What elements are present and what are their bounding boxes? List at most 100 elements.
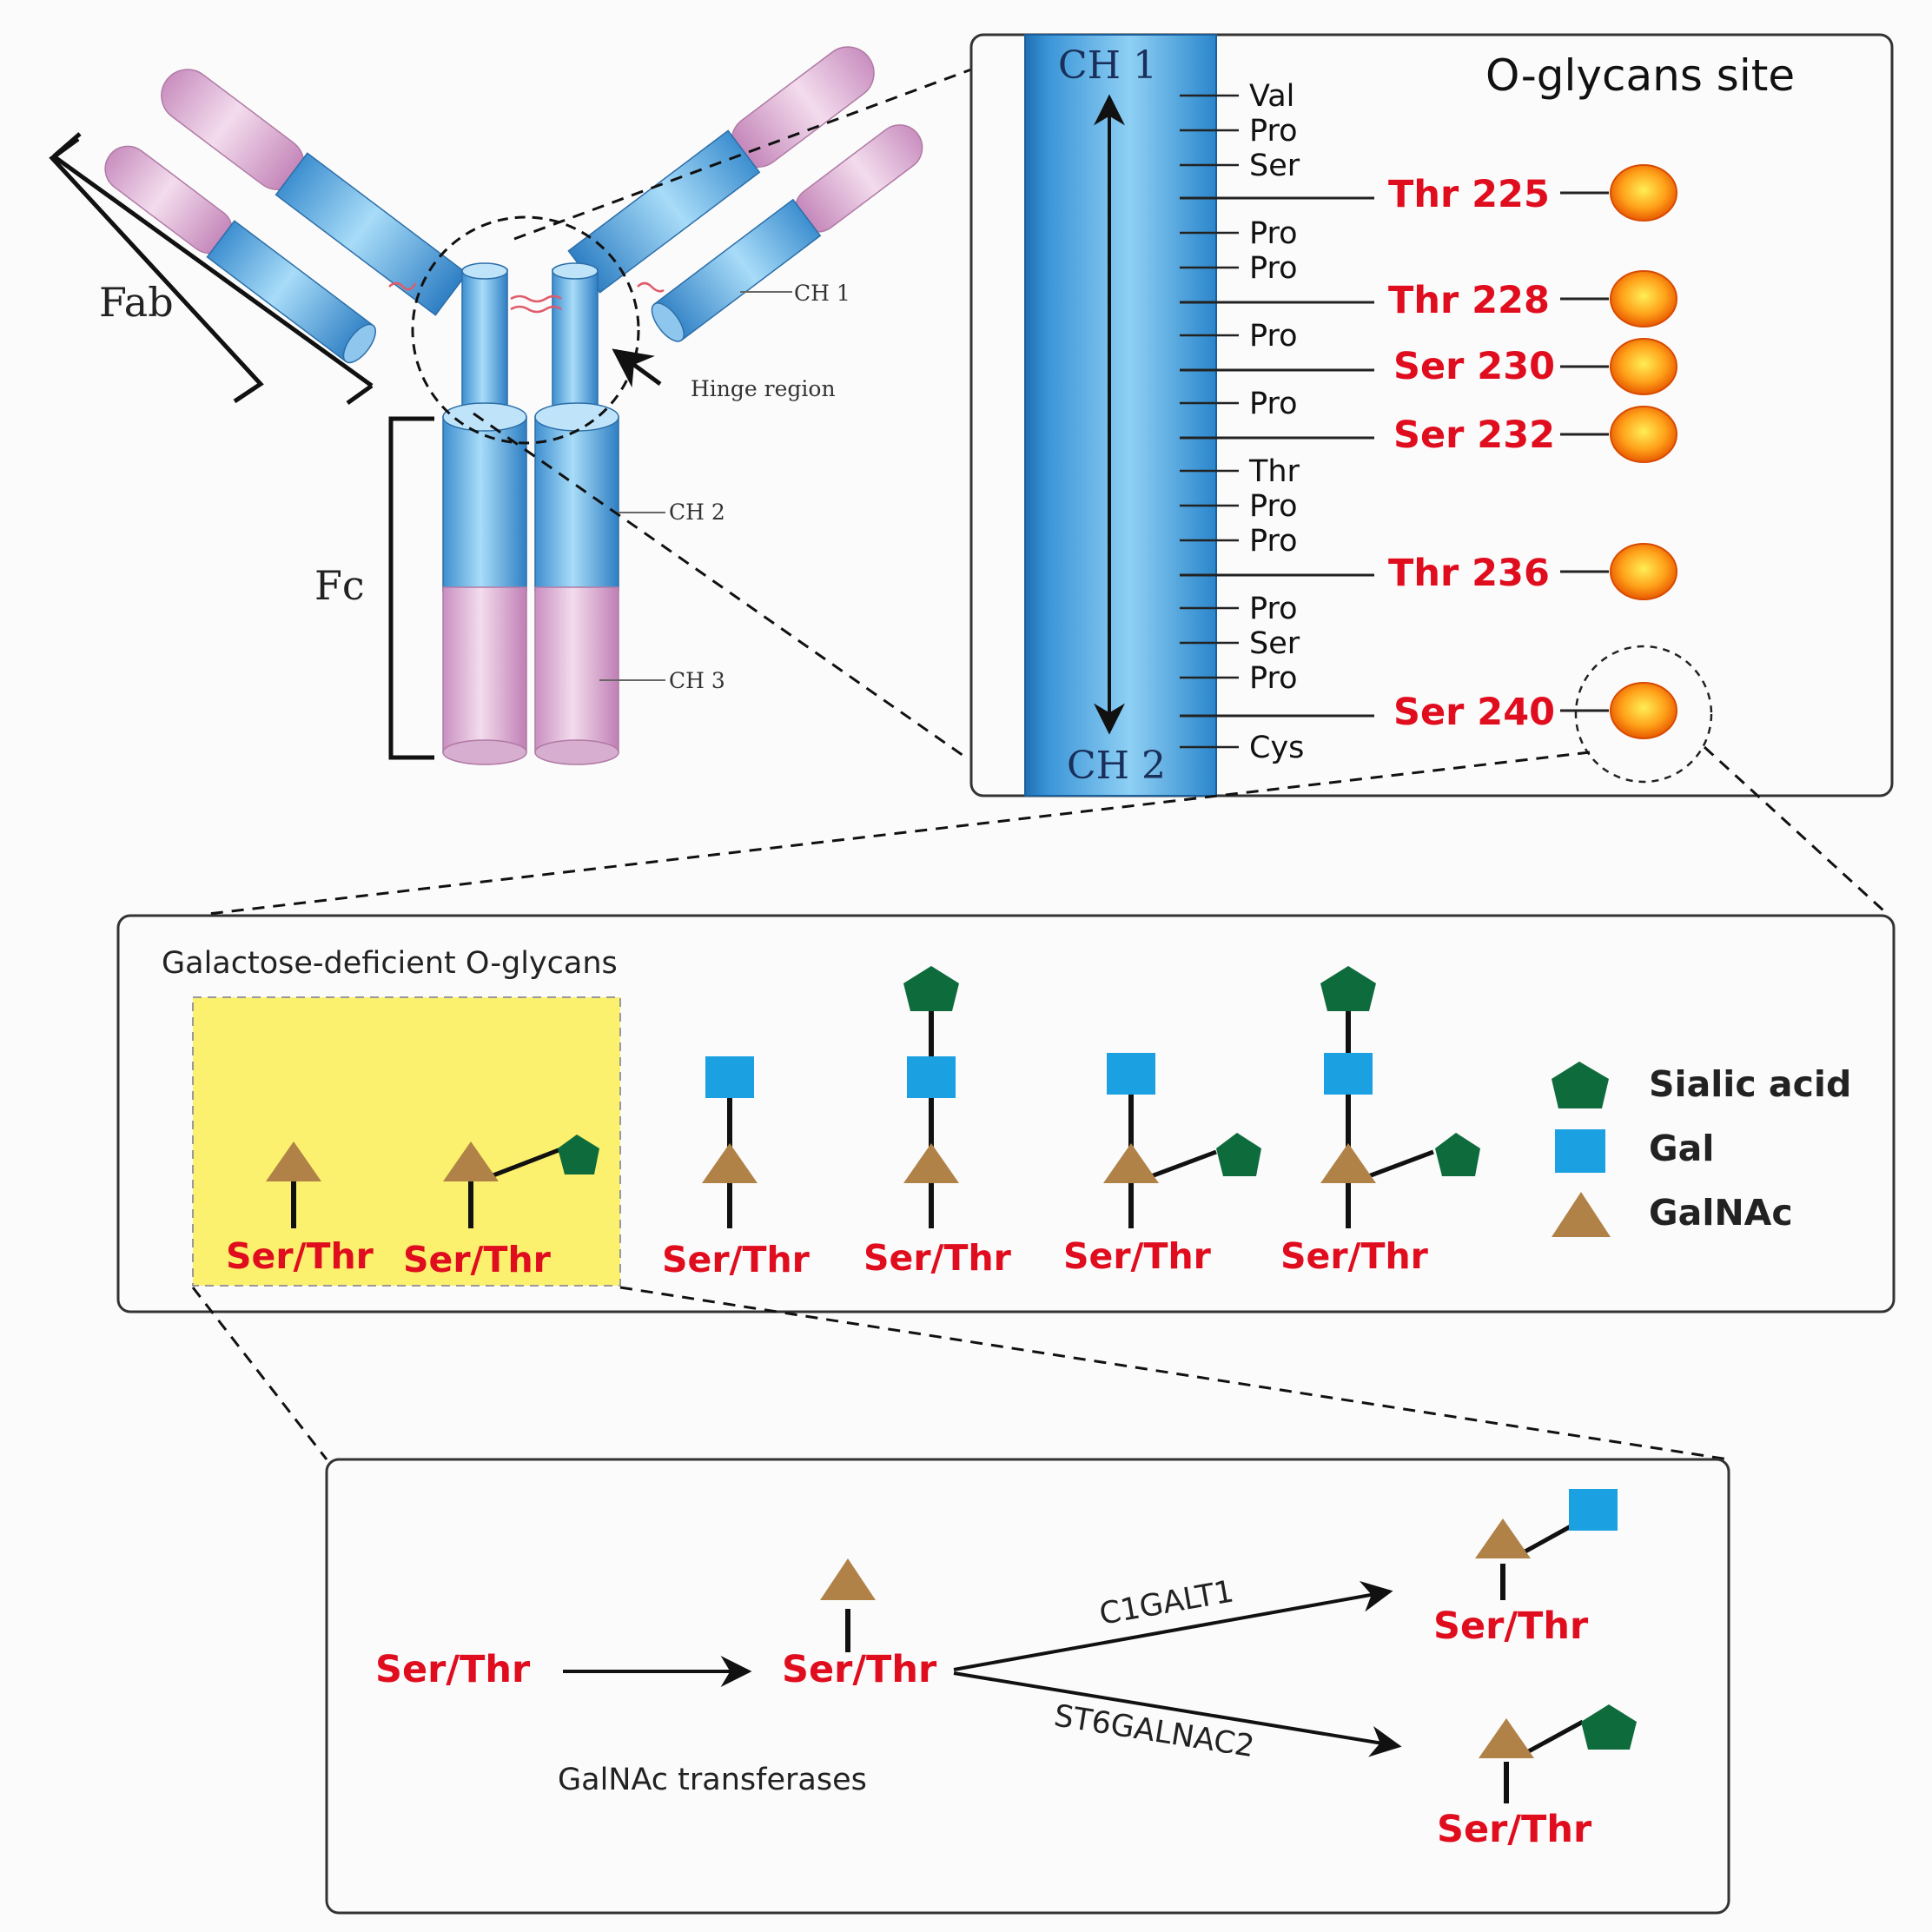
zoom-lines-hinge [473, 68, 972, 759]
galnac-triangle [443, 1141, 499, 1181]
glycan-structure-t [702, 1056, 758, 1228]
residue-label: Pro [1249, 661, 1298, 696]
sialic-acid-legend-icon [1552, 1062, 1609, 1108]
o-glycan-ball [1610, 164, 1677, 222]
galnac-triangle [1479, 1718, 1534, 1758]
hinge-ch2-label: CH 2 [1067, 744, 1166, 788]
fab-bracket-line [52, 154, 374, 388]
ser-thr-label: Ser/Thr [403, 1239, 552, 1280]
residue-label: Pro [1249, 592, 1298, 626]
residue-label: Cys [1249, 731, 1304, 765]
galnac-triangle [820, 1558, 876, 1600]
residue-ticks [1180, 94, 1239, 749]
o-glycan-ball [1610, 406, 1677, 463]
left-heavy-chain [161, 69, 468, 316]
glycan-structure-disialyl-t [1320, 966, 1480, 1228]
glycan-site-label: Ser 230 [1393, 345, 1555, 388]
sialic-acid-pentagon [1435, 1133, 1480, 1176]
pathway-panel: Ser/Thr GalNAc transferases Ser/Thr C1GA… [325, 1458, 1730, 1915]
glycan-panel: Galactose-deficient O-glycans [116, 914, 1896, 1313]
ch1-label: CH 1 [794, 281, 850, 306]
residue-label: Pro [1249, 489, 1298, 524]
site-lines [1180, 191, 1609, 718]
fab-label: Fab [99, 279, 174, 326]
hinge-ch1-label: CH 1 [1058, 43, 1157, 88]
hinge-panel: CH 1 CH 2 O-glycans site Val Pro Ser Pro… [969, 33, 1894, 797]
ser-thr-label: Ser/Thr [1063, 1235, 1212, 1277]
gal-legend-icon [1555, 1129, 1605, 1173]
glycan-legend: Sialic acid Gal GalNAc [1552, 1062, 1851, 1237]
sialic-acid-pentagon [903, 966, 959, 1011]
legend-label: GalNAc [1649, 1192, 1793, 1234]
o-glycan-ball [1610, 270, 1677, 328]
glycan-structure-sialyl-t [903, 966, 959, 1228]
sialic-acid-pentagon [1320, 966, 1376, 1011]
glycan-structure-tn [266, 1141, 321, 1228]
product-lower-label: Ser/Thr [1437, 1808, 1592, 1851]
residue-label: Pro [1249, 114, 1298, 149]
residue-label: Pro [1249, 387, 1298, 421]
ser-thr-label: Ser/Thr [863, 1237, 1012, 1279]
ser-thr-label: Ser/Thr [226, 1235, 374, 1277]
glycan-site-label: Thr 225 [1388, 173, 1550, 216]
o-glycan-ball [1610, 682, 1677, 739]
zoom-lines-pathway [191, 1286, 1730, 1461]
glycan-site-label: Thr 236 [1388, 552, 1550, 595]
pathway-middle-label: Ser/Thr [782, 1648, 937, 1691]
gal-square [1324, 1053, 1373, 1095]
ser240-zoom-circle [1574, 645, 1713, 784]
galnac-triangle [266, 1141, 321, 1181]
residue-label: Thr [1248, 454, 1300, 489]
product-sialyl-tn: Ser/Thr [1437, 1704, 1637, 1851]
o-glycan-ball [1610, 543, 1677, 600]
glycan-site-label: Thr 228 [1388, 279, 1550, 322]
ser-thr-label: Ser/Thr [1280, 1235, 1429, 1277]
st6galnac2-arrow [953, 1671, 1402, 1757]
ch3-label: CH 3 [669, 668, 725, 693]
residue-label: Val [1249, 79, 1294, 114]
galactose-deficient-highlight [192, 996, 621, 1287]
fc-label: Fc [314, 562, 365, 609]
galnac-triangle [1320, 1143, 1376, 1183]
ser-thr-label: Ser/Thr [662, 1239, 811, 1280]
left-hinge-stem [461, 268, 508, 418]
residue-label: Pro [1249, 251, 1298, 286]
right-light-chain [651, 124, 923, 342]
hinge-circle [411, 215, 640, 445]
residue-label: Ser [1249, 626, 1300, 661]
glycan-structure-sialyl-t-branch [1103, 1053, 1261, 1228]
gal-square [907, 1056, 956, 1098]
sialic-acid-pentagon [558, 1135, 599, 1174]
right-hinge-stem [552, 268, 599, 418]
residue-label: Pro [1249, 319, 1298, 354]
fc-region [442, 402, 619, 765]
glycan-site-label: Ser 240 [1393, 691, 1555, 734]
disulfide-bonds [388, 281, 665, 314]
legend-label: Sialic acid [1649, 1063, 1851, 1105]
galactose-deficient-title: Galactose-deficient O-glycans [162, 946, 618, 981]
galnac-legend-icon [1552, 1192, 1611, 1237]
o-glycan-balls [1610, 164, 1677, 739]
fc-bracket [388, 416, 434, 760]
hinge-region-label: Hinge region [691, 376, 836, 401]
antibody-diagram: Fab Fc CH 1 CH 2 CH 3 Hinge region [49, 46, 923, 765]
gal-square [1107, 1053, 1155, 1095]
product-upper-label: Ser/Thr [1433, 1604, 1589, 1648]
galnac-transferases-label: GalNAc transferases [558, 1763, 867, 1797]
galnac-triangle [1103, 1143, 1159, 1183]
glycan-site-label: Ser 232 [1393, 414, 1555, 457]
hinge-bar [1024, 34, 1217, 797]
pathway-start-label: Ser/Thr [375, 1648, 531, 1691]
left-light-chain [104, 145, 376, 364]
sialic-acid-pentagon [1216, 1133, 1261, 1176]
galnac-triangle [702, 1143, 758, 1183]
gal-square [705, 1056, 754, 1098]
gal-square [1569, 1489, 1618, 1531]
right-heavy-chain [567, 46, 875, 294]
c1galt1-arrow [953, 1581, 1393, 1671]
glycan-structure-stn [443, 1135, 599, 1228]
residue-label: Ser [1249, 149, 1300, 183]
residue-label: Pro [1249, 524, 1298, 559]
ch2-label: CH 2 [669, 500, 725, 525]
